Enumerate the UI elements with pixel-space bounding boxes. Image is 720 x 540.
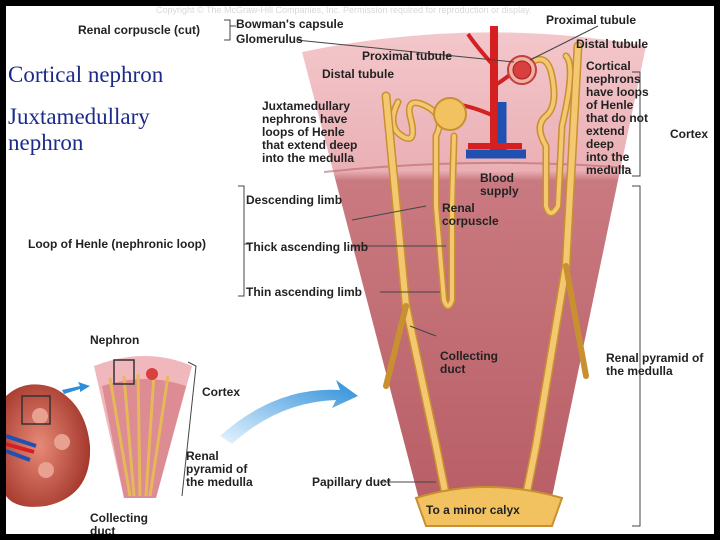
kidney-illustration	[6, 384, 91, 507]
corticomedullary-boundary	[323, 161, 629, 173]
collecting-ducts	[381, 41, 589, 501]
cortical-nephron	[518, 52, 574, 217]
label-collecting-duct-small: Collecting duct	[90, 511, 149, 535]
title-cortical-nephron: Cortical nephron	[8, 62, 164, 87]
label-papillary-duct: Papillary duct	[312, 475, 391, 489]
label-collecting-duct: Collecting duct	[440, 349, 499, 376]
label-renal-corpuscle-cut: Renal corpuscle (cut)	[78, 23, 201, 37]
juxtamedullary-nephron	[389, 98, 458, 310]
label-glomerulus: Glomerulus	[236, 32, 303, 46]
kidney-to-wedge-arrow	[62, 382, 90, 394]
title-juxtamedullary-nephron: Juxtamedullary nephron	[8, 104, 150, 155]
label-to-minor-calyx: To a minor calyx	[426, 503, 520, 517]
label-cortex-right: Cortex	[670, 127, 709, 141]
minor-calyx	[414, 486, 564, 527]
label-distal-tubule-right: Distal tubule	[576, 37, 649, 51]
label-cortical-note: Cortical nephrons have loops of Henle th…	[586, 59, 649, 177]
juxtamedullary-corpuscle	[433, 97, 467, 131]
label-descending-limb: Descending limb	[246, 193, 343, 207]
label-renal-corpuscle: Renal corpuscle	[442, 201, 499, 228]
label-renal-pyramid-right: Renal pyramid of the medulla	[606, 351, 704, 378]
diagram-canvas: Copyright © The McGraw-Hill Companies, I…	[6, 6, 714, 534]
label-proximal-tubule-top: Proximal tubule	[546, 13, 637, 27]
copyright-notice: Copyright © The McGraw-Hill Companies, I…	[156, 6, 532, 15]
zoom-arrow	[220, 380, 358, 444]
nephron-illustration	[6, 19, 646, 527]
label-loop-of-henle: Loop of Henle (nephronic loop)	[28, 237, 206, 251]
label-renal-pyramid-small: Renal pyramid of the medulla	[186, 449, 253, 489]
label-thin-ascending-limb: Thin ascending limb	[246, 285, 363, 299]
label-juxtamedullary-note: Juxtamedullary nephrons have loops of He…	[262, 99, 358, 165]
label-bowmans-capsule: Bowman's capsule	[236, 17, 344, 31]
glomerulus	[512, 60, 532, 80]
label-proximal-tubule-mid: Proximal tubule	[362, 49, 453, 63]
label-blood-supply: Blood supply	[480, 171, 519, 198]
label-distal-tubule-left: Distal tubule	[322, 67, 395, 81]
label-cortex-small: Cortex	[202, 385, 241, 399]
label-nephron: Nephron	[90, 333, 140, 347]
leader-lines	[224, 19, 641, 527]
label-thick-ascending-limb: Thick ascending limb	[246, 240, 369, 254]
